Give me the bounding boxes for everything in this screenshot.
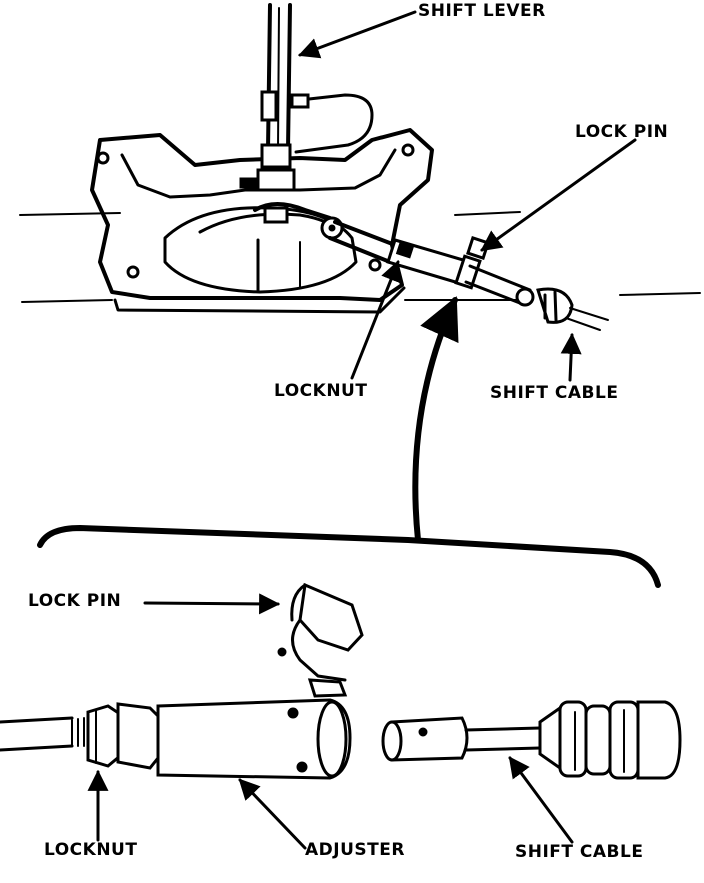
label-detail-shift-cable: SHIFT CABLE [515,842,644,862]
detail-locknut-hex [86,704,122,768]
label-detail-locknut: LOCKNUT [44,840,138,860]
label-top-lock-pin: LOCK PIN [575,122,669,142]
label-top-locknut: LOCKNUT [274,381,368,401]
label-top-shift-cable: SHIFT CABLE [490,383,619,403]
detail-adjuster-body [116,698,352,780]
top-cable-and-adjuster [328,220,609,331]
label-detail-adjuster: ADJUSTER [305,840,405,860]
shifter-base-plate [90,128,434,314]
detail-cable-left [0,716,85,752]
label-top-shift-lever: SHIFT LEVER [418,1,546,21]
shift-lever-shaft [239,3,374,192]
detail-leader-lines [87,593,574,850]
detail-cable-end-rod [381,716,542,762]
detail-lock-pin [277,582,364,698]
label-detail-lock-pin: LOCK PIN [28,591,122,611]
top-leader-lines [298,10,637,382]
console-floor-lines [19,211,701,303]
selector-linkage [253,202,344,240]
detail-callout-bracket [37,296,661,588]
detail-cable-grommet [538,700,682,780]
